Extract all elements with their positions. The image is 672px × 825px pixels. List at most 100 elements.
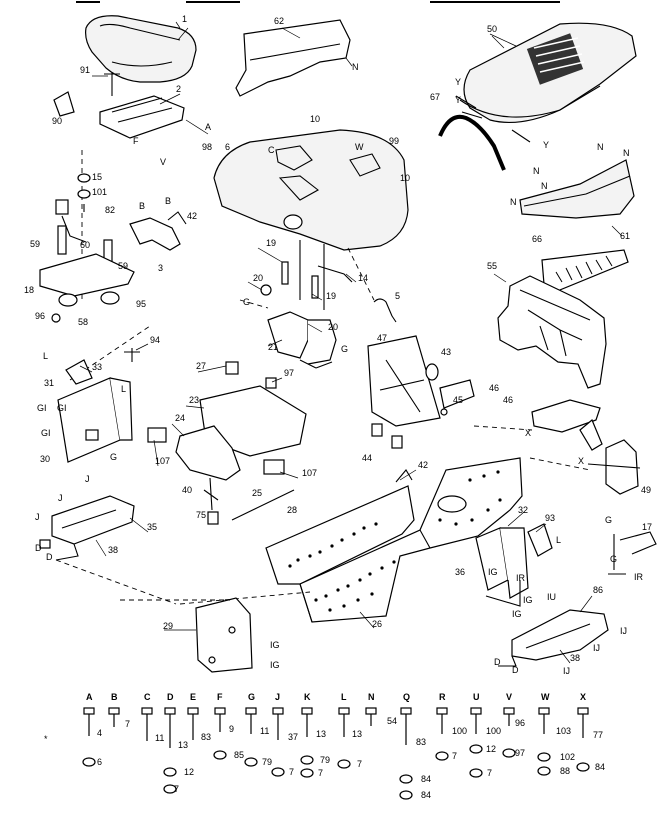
nut-washer [163,767,177,777]
callout-label: G [610,554,617,564]
hardware-letter: U [473,692,480,702]
callout-label: 50 [487,24,497,34]
callout-label: G [243,297,250,307]
part-hitch-plate [587,439,641,495]
callout-label: 96 [35,311,45,321]
hardware-part-number: 12 [184,767,194,777]
callout-label: N [623,148,630,158]
callout-label: 27 [196,361,206,371]
callout-label: 49 [641,485,651,495]
callout-label: 86 [593,585,603,595]
callout-label: IG [488,567,498,577]
callout-label: 20 [328,322,338,332]
callout-label: 82 [105,205,115,215]
hardware-part-number: 11 [260,726,269,736]
callout-label: IJ [620,626,627,636]
callout-label: N [352,62,359,72]
callout-label: N [533,166,540,176]
hardware-part-number: 37 [288,732,298,742]
callout-label: 59 [30,239,40,249]
callout-label: 31 [44,378,54,388]
callout-label: G [110,452,117,462]
hardware-part-number: 85 [234,750,244,760]
callout-label: 42 [187,211,197,221]
callout-label: IG [523,595,533,605]
callout-label: IJ [563,666,570,676]
callout-label: 66 [532,234,542,244]
hardware-part-number: 7 [125,719,130,729]
part-shift-rod [203,477,295,525]
nut-washer [502,748,516,758]
hardware-part-number: 100 [486,726,501,736]
hardware-letter: A [86,692,93,702]
part-rear-fender-cover [235,19,353,97]
hardware-part-number: 97 [515,748,525,758]
callout-label: 99 [389,136,399,146]
bolt-head [400,707,412,715]
hardware-letter: E [190,692,196,702]
callout-label: 101 [92,187,107,197]
leader-lines [79,27,593,664]
part-side-panel [519,159,635,237]
bolt-head [577,707,589,715]
part-right-step [498,609,609,667]
callout-label: J [58,493,63,503]
hardware-letter: J [275,692,280,702]
hardware-letter: X [580,692,586,702]
callout-label: V [160,157,166,167]
bolt-head [245,707,257,715]
callout-label: 24 [175,413,185,423]
bolt-head [301,707,313,715]
hardware-letter: K [304,692,311,702]
bolt-head [538,707,550,715]
part-seat-pan [53,72,185,300]
hardware-part-number: 79 [320,755,330,765]
callout-label: N [541,181,548,191]
hardware-part-number: 77 [593,730,603,740]
hardware-part-number: 79 [262,757,272,767]
bolt-head [365,707,377,715]
hardware-part-number: 11 [155,733,164,743]
callout-label: L [43,351,48,361]
callout-label: IJ [593,643,600,653]
hardware-letter: Q [403,692,410,702]
callout-label: 1 [182,14,187,24]
callout-label: 35 [147,522,157,532]
hardware-letter: W [541,692,550,702]
hardware-letter: L [341,692,347,702]
callout-label: 19 [326,291,336,301]
nut-washer [576,762,590,772]
hardware-part-number: 54 [387,716,397,726]
callout-label: IR [516,573,526,583]
callout-label: X [578,456,584,466]
callout-label: 33 [92,362,102,372]
callout-label: L [121,384,126,394]
callout-label: GI [37,403,47,413]
hardware-part-number: 7 [289,767,294,777]
callout-label: 30 [40,454,50,464]
callout-label: 58 [78,317,88,327]
callout-label: 44 [362,453,372,463]
part-hood-grille-trim [438,114,506,171]
hardware-part-number: 12 [486,744,496,754]
part-left-step [39,495,135,561]
callout-label: D [35,543,42,553]
callout-label: 45 [453,395,463,405]
bolt-head [214,707,226,715]
nut-washer [271,767,285,777]
callout-label: IG [270,660,280,670]
nut-washer [300,768,314,778]
part-seat [85,15,197,83]
part-front-plate [195,597,253,673]
nut-washer [82,757,96,767]
callout-label: 36 [455,567,465,577]
nut-washer [435,751,449,761]
part-dash-console [213,129,409,310]
part-rear-bracket [531,399,603,451]
nut-washer [244,757,258,767]
callout-label: B [139,201,145,211]
